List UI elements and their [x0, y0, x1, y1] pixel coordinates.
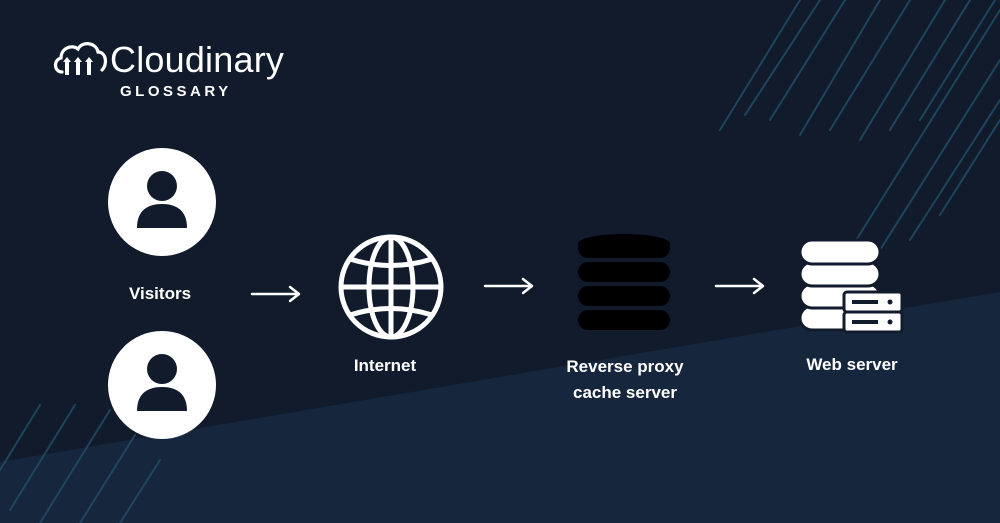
globe-icon — [338, 234, 444, 340]
brand-subtitle: GLOSSARY — [120, 83, 232, 100]
arrow-icon — [250, 285, 301, 303]
cloud-logo-icon — [53, 42, 108, 75]
database-icon — [578, 234, 670, 330]
visitors-label: Visitors — [128, 284, 192, 303]
web-server-label: Web server — [806, 355, 898, 374]
user-avatar-icon — [137, 354, 187, 411]
cloudinary-logo: Cloudinary GLOSSARY — [52, 38, 292, 108]
user-avatar-icon — [137, 171, 187, 228]
visitor-avatar — [108, 148, 216, 256]
internet-label: Internet — [353, 356, 417, 375]
arrow-icon — [483, 277, 534, 295]
visitor-avatar — [108, 331, 216, 439]
proxy-label-line2: cache server — [573, 383, 677, 402]
server-stack-icon — [798, 238, 904, 334]
brand-name: Cloudinary — [110, 39, 285, 80]
arrow-icon — [714, 277, 765, 295]
proxy-label-line1: Reverse proxy — [566, 357, 684, 376]
